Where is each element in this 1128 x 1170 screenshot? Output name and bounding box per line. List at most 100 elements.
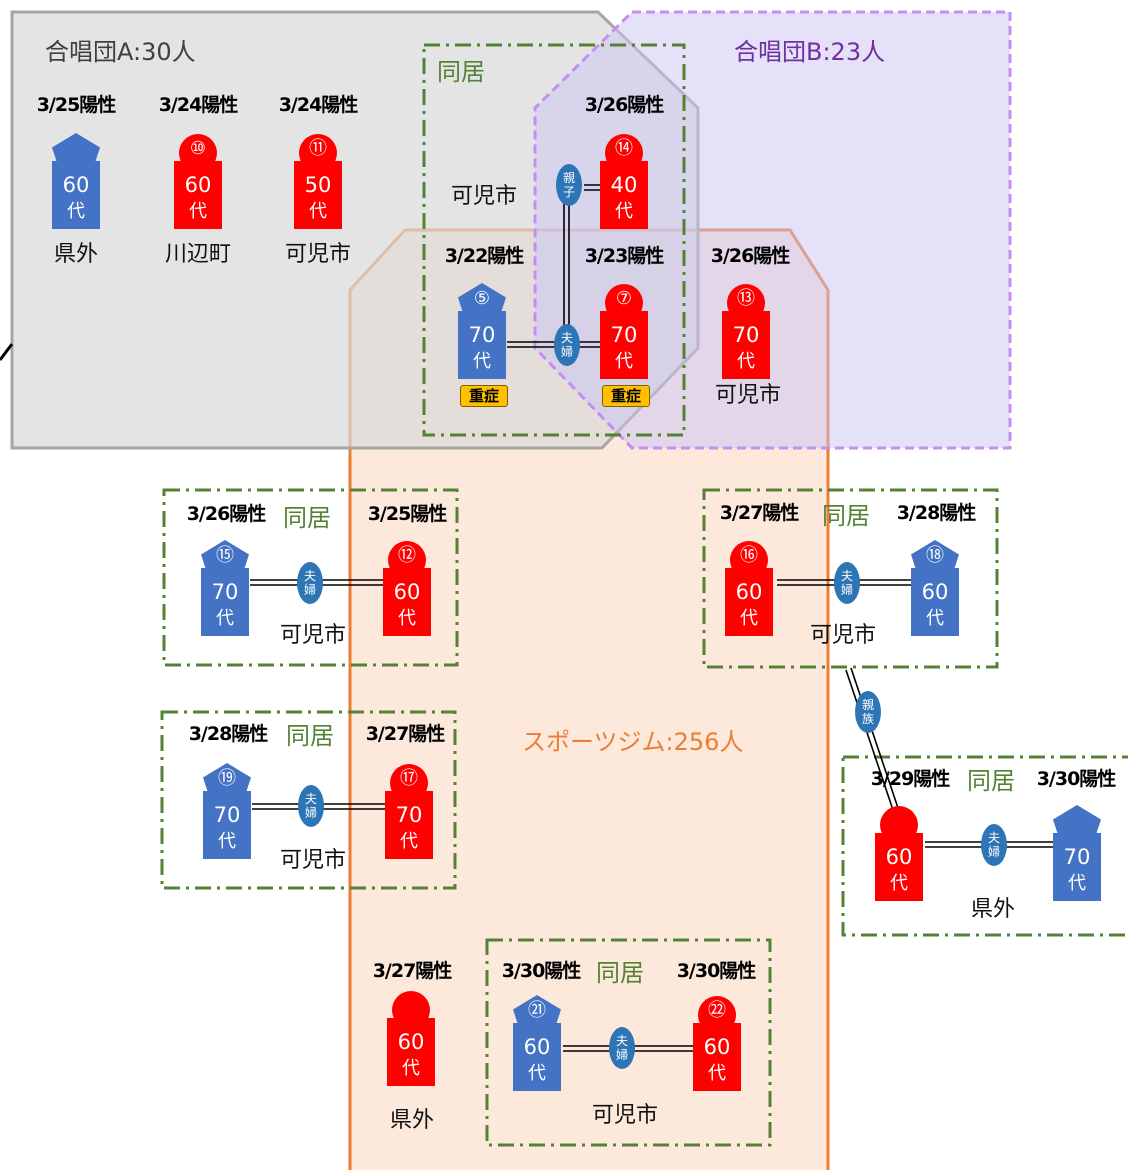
figure-body <box>385 791 433 859</box>
age-value: 60 <box>184 173 212 197</box>
cohabitation-label: 同居 <box>286 722 334 750</box>
relation-char: 婦 <box>303 583 316 597</box>
figure-body <box>203 791 251 859</box>
positive-date-label: 3/30陽性 <box>676 960 757 982</box>
relation-char: 婦 <box>304 806 317 820</box>
residence-label: 県外 <box>389 1108 435 1133</box>
person-p21: ㉑ 60 代 <box>513 995 561 1091</box>
residence-label: 可児市 <box>284 242 352 267</box>
figure-body <box>875 833 923 901</box>
relation-char: 婦 <box>560 345 573 359</box>
age-value: 70 <box>211 580 239 604</box>
positive-date-label: 3/26陽性 <box>584 94 665 116</box>
case-number: ⑬ <box>737 288 755 309</box>
age-suffix: 代 <box>398 608 416 629</box>
arrow-fragment <box>0 343 14 361</box>
place-label: 可児市 <box>450 184 518 209</box>
positive-date-label: 3/29陽性 <box>870 768 951 790</box>
household-place-label: 県外 <box>970 897 1016 922</box>
positive-date-label: 3/26陽性 <box>186 503 267 525</box>
household-box-h5 <box>485 938 772 1147</box>
cohabitation-label: 同居 <box>967 767 1015 795</box>
figure-body <box>600 161 648 229</box>
age-value: 60 <box>393 580 421 604</box>
positive-date-label: 3/23陽性 <box>584 245 665 267</box>
figure-body <box>294 161 342 229</box>
age-value: 70 <box>395 803 423 827</box>
age-value: 40 <box>610 173 638 197</box>
figure-body <box>725 568 773 636</box>
choir-b-region <box>533 10 1012 450</box>
positive-date-label: 3/24陽性 <box>158 94 239 116</box>
positive-date-label: 3/28陽性 <box>896 502 977 524</box>
severe-badge: 重症 <box>459 385 509 407</box>
relation-char: 夫 <box>987 831 1000 845</box>
relation-badge: 夫婦 <box>609 1027 635 1069</box>
age-suffix: 代 <box>528 1063 546 1084</box>
figure-body <box>201 568 249 636</box>
age-suffix: 代 <box>402 1058 420 1079</box>
figure-body <box>1053 833 1101 901</box>
case-number: ㉑ <box>528 1000 546 1021</box>
cohabitation-label: 同居 <box>283 504 331 532</box>
household-box-h3 <box>160 710 457 890</box>
relation-char: 親 <box>562 171 575 185</box>
relation-char: 夫 <box>615 1034 628 1048</box>
positive-date-label: 3/25陽性 <box>367 503 448 525</box>
positive-date-label: 3/27陽性 <box>372 960 453 982</box>
figure-body <box>174 161 222 229</box>
relation-badge: 夫婦 <box>297 562 323 604</box>
choir-b-label: 合唱団B:23人 <box>734 38 886 66</box>
household-place-label: 可児市 <box>279 848 347 873</box>
age-value: 50 <box>304 173 332 197</box>
case-number: ⑩ <box>189 138 207 159</box>
positive-date-label: 3/30陽性 <box>1036 768 1117 790</box>
relation-line-parent-child <box>584 184 600 191</box>
age-suffix: 代 <box>890 873 908 894</box>
relation-char: 婦 <box>840 583 853 597</box>
positive-date-label: 3/26陽性 <box>710 245 791 267</box>
relation-badge: 夫婦 <box>554 324 580 366</box>
residence-label: 可児市 <box>714 383 782 408</box>
relation-line-vertical <box>563 200 570 342</box>
age-value: 60 <box>885 845 913 869</box>
positive-date-label: 3/27陽性 <box>719 502 800 524</box>
positive-date-label: 3/24陽性 <box>278 94 359 116</box>
age-suffix: 代 <box>216 608 234 629</box>
person-p10: ⑩ 60 代 <box>174 133 222 229</box>
severe-badge: 重症 <box>601 385 651 407</box>
relation-char: 族 <box>861 712 874 726</box>
cohabitation-label: 同居 <box>437 58 485 86</box>
age-value: 60 <box>523 1035 551 1059</box>
person-p12: ⑫ 60 代 <box>383 540 431 636</box>
case-number: ㉒ <box>708 1000 726 1021</box>
case-number: ⑭ <box>615 138 633 159</box>
relation-badge: 夫婦 <box>834 562 860 604</box>
age-value: 70 <box>468 323 496 347</box>
relation-char: 子 <box>562 185 575 199</box>
case-number: ⑫ <box>398 545 416 566</box>
household-box-choir <box>422 43 686 437</box>
relation-char: 婦 <box>987 845 1000 859</box>
age-suffix: 代 <box>189 201 207 222</box>
household-box-h4 <box>841 755 1128 937</box>
figure-body <box>383 568 431 636</box>
age-value: 70 <box>610 323 638 347</box>
positive-date-label: 3/22陽性 <box>444 245 525 267</box>
relation-char: 親 <box>861 698 874 712</box>
case-number: ⑱ <box>926 545 944 566</box>
case-number: ⑦ <box>615 288 633 309</box>
relation-line-couple-5-7 <box>507 341 600 348</box>
age-value: 60 <box>703 1035 731 1059</box>
relation-line-relative <box>845 667 899 811</box>
case-number: ⑮ <box>216 545 234 566</box>
cohabitation-label: 同居 <box>596 959 644 987</box>
